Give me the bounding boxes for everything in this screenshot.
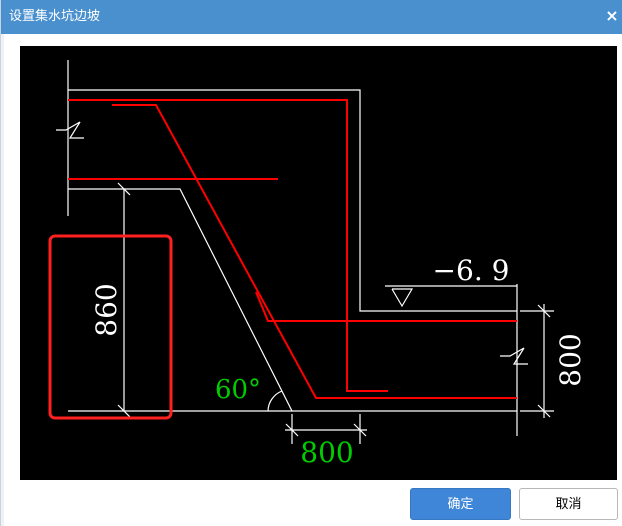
ok-button[interactable]: 确定 — [410, 488, 511, 520]
drawing-canvas: −6. 9 860 800 800 60° — [20, 46, 617, 480]
bottom-dim-tick-left — [285, 423, 299, 437]
rebar-lines — [68, 99, 517, 399]
rebar-top-bent — [68, 99, 388, 392]
bottom-dim-label: 800 — [300, 436, 353, 469]
bottom-dim-tick-right — [353, 423, 367, 437]
rebar-lower-bent — [255, 291, 517, 322]
height-dim-tick-top — [117, 182, 131, 196]
right-dim-label: 800 — [554, 333, 587, 386]
right-dim-tick-bottom — [537, 404, 551, 418]
top-outline — [68, 89, 517, 312]
close-icon[interactable]: × — [605, 6, 619, 25]
elevation-triangle — [391, 288, 414, 308]
title-bar[interactable]: 设置集水坑边坡 × — [1, 0, 622, 34]
left-break-symbol — [56, 121, 84, 139]
right-break-symbol — [500, 347, 528, 365]
angle-label: 60° — [215, 375, 261, 405]
rebar-slope-main — [112, 104, 517, 399]
slope-outline — [68, 188, 517, 412]
angle-arc — [267, 390, 283, 412]
highlight-box[interactable] — [48, 234, 173, 420]
dialog-title: 设置集水坑边坡 — [9, 9, 101, 24]
outline-lines — [56, 60, 554, 444]
cancel-button[interactable]: 取消 — [519, 488, 618, 520]
right-dim-tick-top — [537, 304, 551, 318]
pit-slope-drawing: −6. 9 860 800 800 60° — [48, 60, 587, 469]
height-dim-tick-bottom — [117, 404, 131, 418]
elevation-label: −6. 9 — [433, 254, 510, 287]
height-dim-label: 860 — [90, 283, 123, 336]
left-edge-strip — [1, 34, 4, 526]
